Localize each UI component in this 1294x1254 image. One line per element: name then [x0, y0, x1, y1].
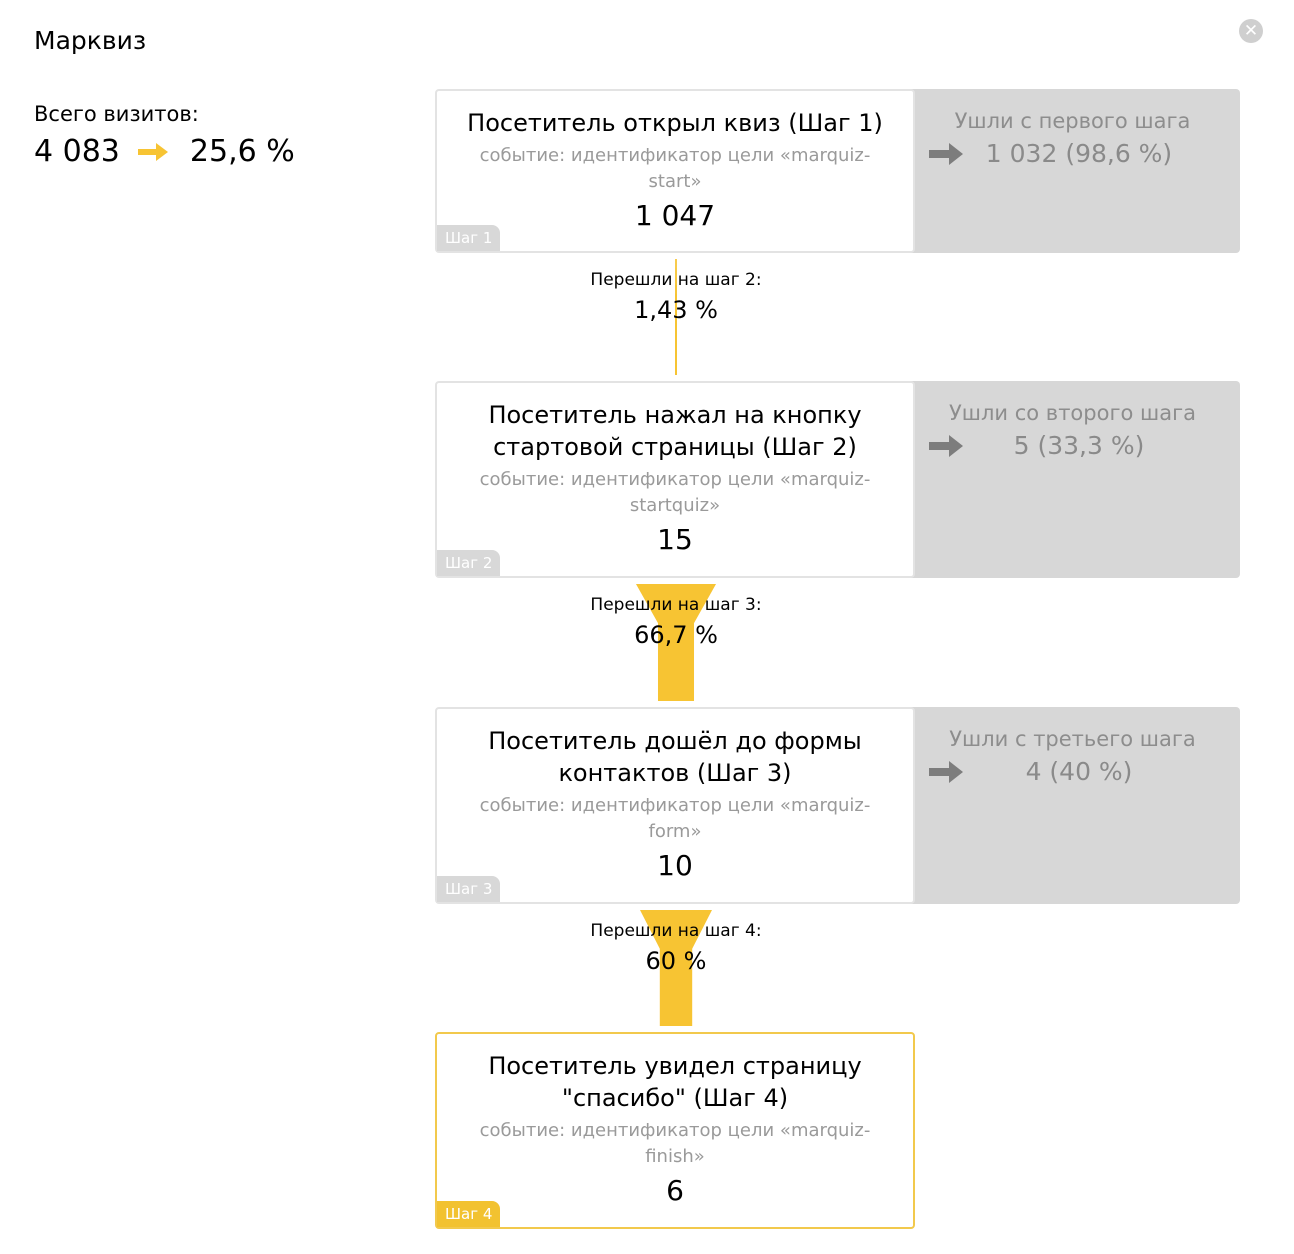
funnel-flow-shape — [635, 584, 717, 701]
total-visits-value: 4 083 — [34, 134, 120, 169]
totals-row: 4 083 25,6 % — [34, 134, 295, 169]
transition-label: Перешли на шаг 2: — [590, 270, 762, 290]
transition-1: Перешли на шаг 2: 1,43 % — [576, 253, 776, 381]
step-count: 15 — [657, 523, 693, 556]
funnel-flow-shape — [640, 910, 712, 1026]
close-button[interactable]: ✕ — [1239, 19, 1263, 43]
step-name: Посетитель дошёл до формы контактов (Шаг… — [488, 727, 862, 787]
step-card[interactable]: Посетитель открыл квиз (Шаг 1) событие: … — [435, 89, 915, 253]
total-visits-label: Всего визитов: — [34, 102, 199, 126]
drop-off-label: Ушли со второго шага — [948, 401, 1196, 425]
funnel-step-2: Посетитель нажал на кнопку стартовой стр… — [435, 381, 1240, 578]
step-card[interactable]: Посетитель нажал на кнопку стартовой стр… — [435, 381, 915, 578]
step-name: Посетитель нажал на кнопку стартовой стр… — [488, 401, 862, 461]
transition-label: Перешли на шаг 3: — [590, 595, 762, 615]
transition-value: 66,7 % — [634, 621, 718, 649]
transition-3: Перешли на шаг 4: 60 % — [576, 904, 776, 1032]
arrow-right-icon — [929, 434, 963, 457]
step-name: Посетитель открыл квиз (Шаг 1) — [467, 109, 883, 137]
step-count: 1 047 — [634, 199, 716, 232]
step-card[interactable]: Посетитель увидел страницу "спасибо" (Ша… — [435, 1032, 915, 1229]
funnel-step-3: Посетитель дошёл до формы контактов (Шаг… — [435, 707, 1240, 904]
funnel-step-4: Посетитель увидел страницу "спасибо" (Ша… — [435, 1032, 919, 1229]
transition-value: 60 % — [645, 947, 707, 975]
step-event: событие: идентификатор цели «marquiz-for… — [479, 795, 871, 842]
transition-2: Перешли на шаг 3: 66,7 % — [576, 578, 776, 707]
arrow-right-icon — [137, 142, 168, 161]
arrow-right-icon — [929, 760, 963, 783]
drop-off-value: 5 (33,3 %) — [1013, 431, 1145, 460]
step-tag: Шаг 4 — [437, 1201, 501, 1227]
drop-off-label: Ушли с первого шага — [954, 109, 1191, 133]
arrow-right-icon — [929, 142, 963, 165]
step-tag: Шаг 2 — [437, 550, 501, 576]
close-icon: ✕ — [1243, 21, 1259, 41]
step-drop-off: Ушли со второго шага 5 (33,3 %) — [905, 381, 1240, 578]
transition-label: Перешли на шаг 4: — [590, 921, 762, 941]
funnel-flow-2 — [635, 584, 717, 701]
total-conversion-value: 25,6 % — [189, 134, 295, 169]
step-drop-off: Ушли с первого шага 1 032 (98,6 %) — [905, 89, 1240, 253]
drop-off-value: 1 032 (98,6 %) — [985, 139, 1173, 168]
step-card[interactable]: Посетитель дошёл до формы контактов (Шаг… — [435, 707, 915, 904]
drop-off-label: Ушли с третьего шага — [949, 727, 1196, 751]
step-count: 6 — [666, 1174, 684, 1207]
step-drop-off: Ушли с третьего шага 4 (40 %) — [905, 707, 1240, 904]
funnel-flow-3 — [640, 910, 712, 1026]
step-tag: Шаг 1 — [437, 225, 501, 251]
drop-off-value: 4 (40 %) — [1025, 757, 1133, 786]
step-name: Посетитель увидел страницу "спасибо" (Ша… — [488, 1052, 862, 1112]
funnel-flow-1 — [675, 259, 677, 375]
report-title: Марквиз — [34, 26, 147, 55]
transition-value: 1,43 % — [634, 296, 718, 324]
step-event: событие: идентификатор цели «marquiz-fin… — [479, 1120, 871, 1167]
step-event: событие: идентификатор цели «marquiz-sta… — [479, 145, 871, 192]
funnel-flow-shape — [675, 259, 677, 375]
step-event: событие: идентификатор цели «marquiz-sta… — [479, 469, 871, 516]
step-count: 10 — [657, 849, 693, 882]
step-tag: Шаг 3 — [437, 876, 501, 902]
funnel-step-1: Посетитель открыл квиз (Шаг 1) событие: … — [435, 89, 1240, 253]
